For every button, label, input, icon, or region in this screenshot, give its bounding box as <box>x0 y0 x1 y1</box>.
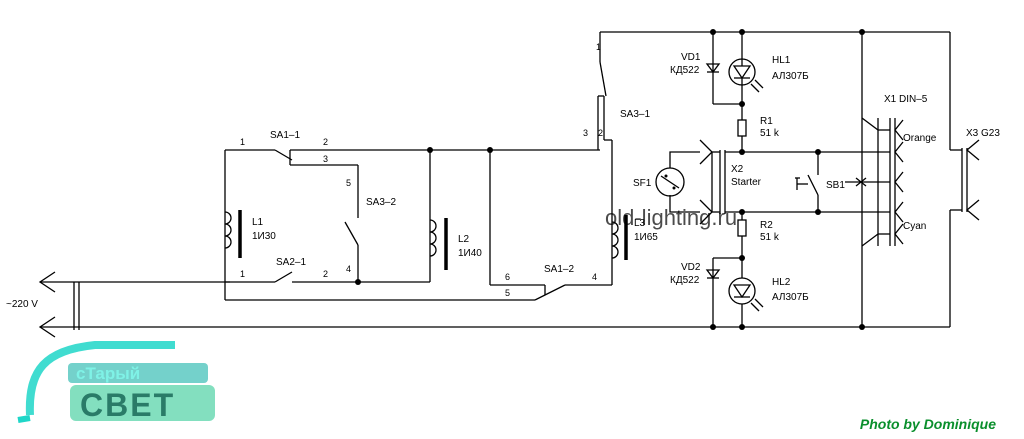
l2-label: L2 <box>458 234 470 245</box>
x3-connector: X3 G23 <box>949 32 1000 327</box>
sb1-label: SB1 <box>826 180 845 191</box>
sa3-1-label: SA3–1 <box>620 109 650 120</box>
orange-label: Orange <box>903 133 937 144</box>
svg-text:5: 5 <box>346 178 351 188</box>
r1-label: R1 <box>760 116 773 127</box>
logo-line1: сТарый <box>76 364 140 383</box>
sa1-2-label: SA1–2 <box>544 264 574 275</box>
x2-label: X2 <box>731 164 744 175</box>
indicator-bottom: R2 51 k VD2 КД522 HL2 АЛ307Б <box>670 209 809 330</box>
x2-sub: Starter <box>731 177 762 188</box>
r1-value: 51 k <box>760 128 780 139</box>
r2-value: 51 k <box>760 232 780 243</box>
hl2-label: HL2 <box>772 277 791 288</box>
svg-text:1: 1 <box>240 137 245 147</box>
l2-type: 1И40 <box>458 248 482 259</box>
logo: сТарый СВЕТ <box>17 341 215 423</box>
svg-text:1: 1 <box>596 42 601 52</box>
svg-text:6: 6 <box>505 272 510 282</box>
svg-text:3: 3 <box>583 128 588 138</box>
ballast-l1-block: L1 1И30 SA1–1 SA2–1 SA3–2 1 2 3 5 4 1 2 <box>224 130 535 301</box>
l1-label: L1 <box>252 217 264 228</box>
sa3-2-label: SA3–2 <box>366 197 396 208</box>
vd1-type: КД522 <box>670 65 700 76</box>
svg-text:2: 2 <box>323 137 328 147</box>
cyan-label: Cyan <box>903 221 926 232</box>
svg-text:3: 3 <box>323 154 328 164</box>
l3-type: 1И65 <box>634 232 658 243</box>
mains-label: ~220 V <box>6 299 38 310</box>
svg-text:4: 4 <box>346 264 351 274</box>
mains-input: ~220 V <box>6 271 950 338</box>
svg-text:1: 1 <box>240 269 245 279</box>
svg-text:5: 5 <box>505 288 510 298</box>
sf1-label: SF1 <box>633 178 652 189</box>
l3-label: L3 <box>634 218 646 229</box>
svg-text:4: 4 <box>592 272 597 282</box>
photo-credit: Photo by Dominique <box>859 416 996 432</box>
logo-line2: СВЕТ <box>80 387 175 423</box>
sa1-1-label: SA1–1 <box>270 130 300 141</box>
hl1-type: АЛ307Б <box>772 71 809 82</box>
indicator-top: VD1 КД522 HL1 АЛ307Б R1 51 k <box>670 29 809 155</box>
sa2-1-label: SA2–1 <box>276 257 306 268</box>
x1-connector: X1 DIN–5 Orange Cyan <box>845 29 937 330</box>
hl1-label: HL1 <box>772 55 791 66</box>
hl2-type: АЛ307Б <box>772 292 809 303</box>
vd2-label: VD2 <box>681 262 701 273</box>
sb1-button: SB1 <box>795 149 845 215</box>
svg-text:2: 2 <box>598 128 603 138</box>
x1-label: X1 DIN–5 <box>884 94 928 105</box>
svg-text:2: 2 <box>323 269 328 279</box>
ballast-l3-block: SA1–2 6 5 4 L3 1И65 <box>430 140 658 301</box>
x3-label: X3 G23 <box>966 128 1000 139</box>
sa3-1-switch: SA3–1 1 3 2 <box>583 31 950 150</box>
vd1-label: VD1 <box>681 52 701 63</box>
l1-type: 1И30 <box>252 231 276 242</box>
vd2-type: КД522 <box>670 275 700 286</box>
ballast-l2-block: L2 1И40 <box>358 147 482 283</box>
r2-label: R2 <box>760 220 773 231</box>
